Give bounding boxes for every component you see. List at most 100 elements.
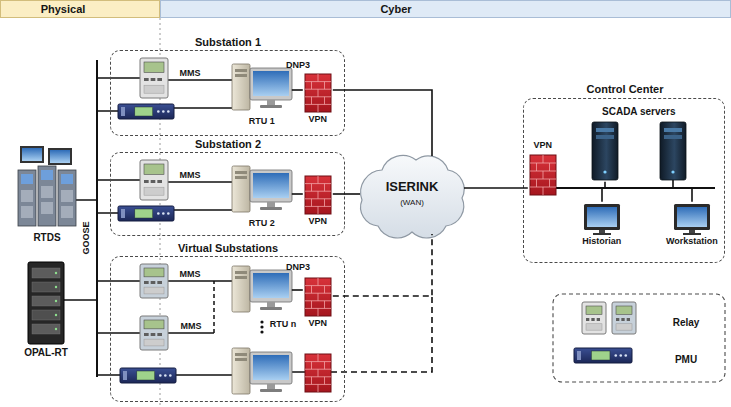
relay-button	[586, 318, 589, 321]
network-link	[292, 289, 303, 291]
protocol-label: MMS	[180, 269, 201, 279]
vpn-label: VPN	[309, 114, 328, 124]
relay-case	[140, 160, 168, 200]
relay-button	[151, 78, 156, 81]
brick-joint	[324, 377, 325, 385]
tower-drive	[235, 69, 247, 72]
network-link	[292, 89, 303, 91]
pmu-icon	[118, 104, 174, 119]
relay-case	[612, 302, 636, 334]
opal-led	[55, 328, 57, 330]
opal-unit	[32, 268, 60, 278]
opal-cabinet	[28, 262, 64, 344]
monitor-frame	[250, 170, 292, 202]
server-bay	[596, 128, 614, 132]
relay-display	[144, 268, 164, 277]
monitor-screen	[253, 173, 289, 198]
monitor-screen	[587, 207, 617, 227]
substation-group: Substation 2RTU 2VPN	[110, 152, 345, 236]
brick-joint	[318, 74, 319, 82]
relay-display	[144, 320, 164, 329]
rack-panel	[21, 190, 33, 202]
bus-branch	[97, 374, 120, 376]
relay-display	[144, 62, 164, 72]
pmu-led	[167, 110, 170, 113]
lan-drop	[672, 180, 674, 188]
pmu-case	[574, 348, 632, 363]
vpn-label: VPN	[534, 140, 553, 150]
relay-icon	[140, 316, 168, 350]
brick-joint	[543, 155, 544, 163]
network-link	[333, 90, 432, 156]
relay-icon	[140, 58, 168, 98]
mms-link	[168, 332, 214, 334]
brick-joint	[549, 179, 550, 187]
computer-icon	[232, 348, 292, 394]
monitor-base	[260, 207, 282, 210]
rtds-monitor	[48, 148, 72, 165]
pmu-led	[162, 212, 165, 215]
firewall-icon	[305, 354, 331, 392]
opal-led	[55, 272, 57, 274]
pmu-link	[174, 107, 232, 109]
monitor-stand	[267, 202, 275, 207]
opal-unit	[32, 310, 60, 320]
relay-button	[157, 78, 162, 81]
opal-led	[55, 300, 57, 302]
rtu-computer: RTU 2	[228, 160, 292, 232]
group-title: Substation 2	[195, 138, 261, 151]
ellipsis-dot	[260, 330, 263, 333]
rack-screen	[61, 174, 73, 184]
mms-link	[168, 79, 232, 81]
computer-tower	[232, 64, 250, 110]
ellipsis-dot	[260, 325, 263, 328]
relay-panel	[144, 287, 164, 294]
vpn-firewall: VPN	[528, 140, 558, 200]
firewall-wall	[305, 176, 331, 214]
rack-cabinet	[38, 166, 56, 226]
server-group: SCADA servers	[578, 104, 700, 182]
rtu-computer: RTU n	[228, 262, 292, 334]
band-title: Physical	[41, 3, 86, 16]
server-bay	[596, 135, 614, 139]
firewall-wall	[305, 74, 331, 112]
network-link	[464, 187, 528, 189]
relay-button	[621, 318, 624, 321]
brick-joint	[324, 286, 325, 294]
rack-panel	[61, 206, 73, 218]
workstation-monitor: Historian	[570, 202, 634, 250]
bus-branch	[97, 179, 140, 181]
brick-joint	[324, 97, 325, 105]
opal-led	[55, 314, 57, 316]
band-title: Cyber	[380, 3, 411, 16]
server-case	[660, 122, 686, 180]
opal-unit	[32, 296, 60, 306]
pmu-case	[118, 104, 174, 119]
monitor-base	[260, 389, 282, 392]
monitor-base	[593, 233, 611, 235]
brick-joint	[318, 354, 319, 362]
pmu-led	[157, 212, 160, 215]
pmu-link	[174, 209, 232, 211]
monitor-base	[260, 307, 282, 310]
opal-unit	[32, 282, 60, 292]
wan-cloud: ISERINK(WAN)	[360, 156, 464, 234]
relay-button	[151, 333, 156, 336]
pmu-led	[614, 354, 617, 357]
relay-button	[157, 180, 162, 183]
vpn-firewall: VPN	[303, 172, 333, 230]
brick-joint	[549, 163, 550, 171]
group-title: Control Center	[587, 83, 664, 96]
rack-panel	[41, 202, 53, 214]
relay-icon	[140, 160, 168, 200]
pmu-led	[159, 374, 162, 377]
relay-button	[157, 333, 162, 336]
protocol-label: MMS	[180, 170, 201, 180]
simulator-rack: RTDS	[14, 144, 80, 248]
relay-button	[591, 318, 594, 321]
cloud-title: ISERINK	[386, 180, 439, 195]
monitor-stand	[267, 302, 275, 307]
monitor-frame	[250, 68, 292, 100]
protocol-label: DNP3	[286, 60, 310, 70]
